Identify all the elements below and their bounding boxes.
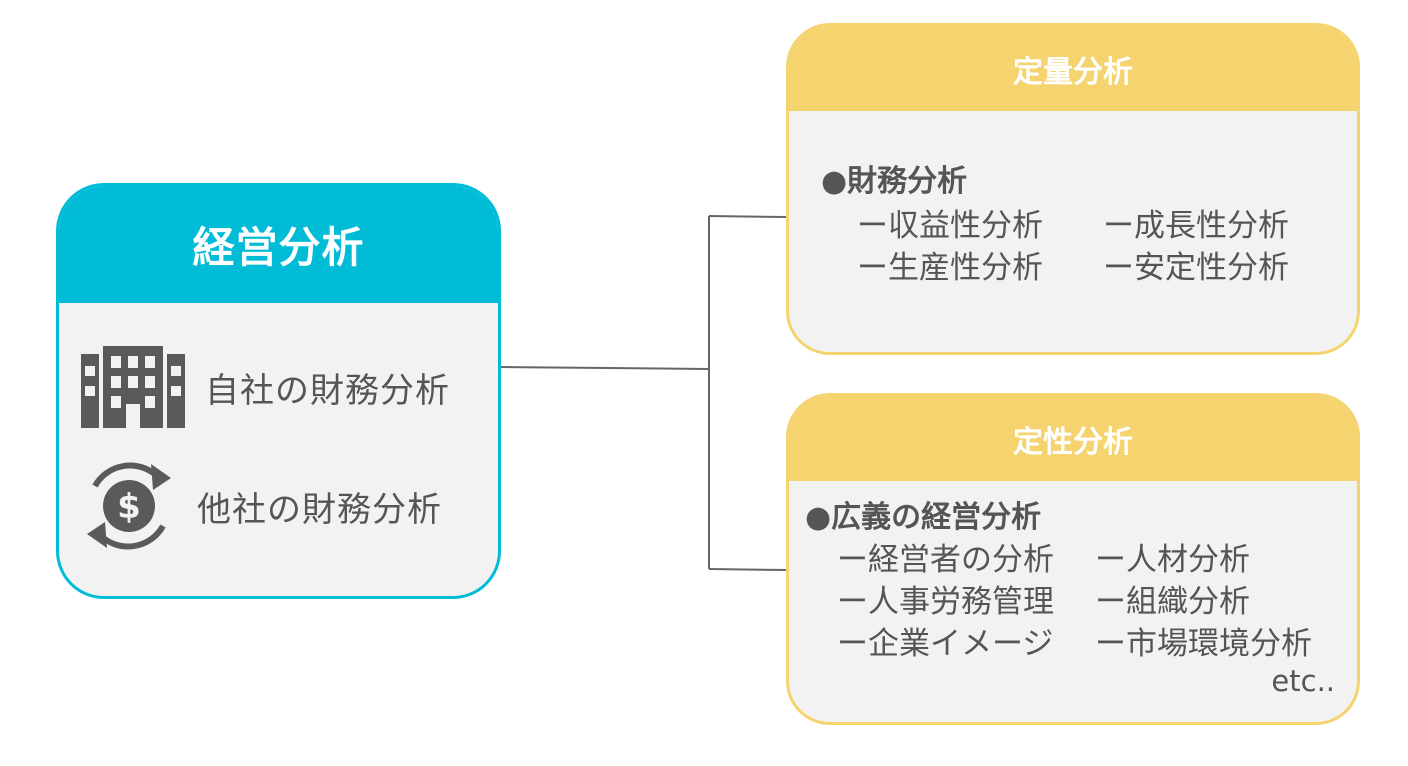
own-company-row: 自社の財務分析 <box>81 346 450 428</box>
other-company-label: 他社の財務分析 <box>197 489 442 530</box>
list-item: ー経営者の分析 <box>837 542 1054 578</box>
list-item: ー生産性分析 <box>857 250 1043 286</box>
etc-label: etc.. <box>1271 664 1335 698</box>
list-item: ー組織分析 <box>1095 584 1250 620</box>
list-item: ー収益性分析 <box>857 208 1043 244</box>
dollar-exchange-icon: $ <box>87 462 171 550</box>
list-item: ー人材分析 <box>1095 542 1250 578</box>
connector-main <box>500 366 710 370</box>
management-analysis-title: 経営分析 <box>59 186 498 303</box>
qualitative-analysis-title: 定性分析 <box>789 396 1357 481</box>
building-icon <box>81 346 185 428</box>
quantitative-analysis-title: 定量分析 <box>789 26 1357 111</box>
list-item: ー成長性分析 <box>1103 208 1289 244</box>
financial-analysis-heading: ●財務分析 <box>821 164 968 199</box>
other-company-row: $ 他社の財務分析 <box>81 456 442 556</box>
connector-qual <box>708 568 787 571</box>
list-item: ー人事労務管理 <box>837 584 1054 620</box>
management-analysis-box: 経営分析 自社の財務分析 $ 他社の財務分析 <box>56 183 501 599</box>
list-item: ー安定性分析 <box>1103 250 1289 286</box>
broad-management-analysis-heading: ●広義の経営分析 <box>805 500 1042 535</box>
own-company-label: 自社の財務分析 <box>205 370 450 411</box>
list-item: ー市場環境分析 <box>1095 626 1312 662</box>
svg-text:$: $ <box>117 487 141 527</box>
list-item: ー企業イメージ <box>837 626 1054 662</box>
quantitative-analysis-box: 定量分析 ●財務分析 ー収益性分析 ー成長性分析 ー生産性分析 ー安定性分析 <box>786 23 1360 355</box>
connector-quant <box>708 215 787 218</box>
qualitative-analysis-box: 定性分析 ●広義の経営分析 ー経営者の分析 ー人材分析 ー人事労務管理 ー組織分… <box>786 393 1360 725</box>
